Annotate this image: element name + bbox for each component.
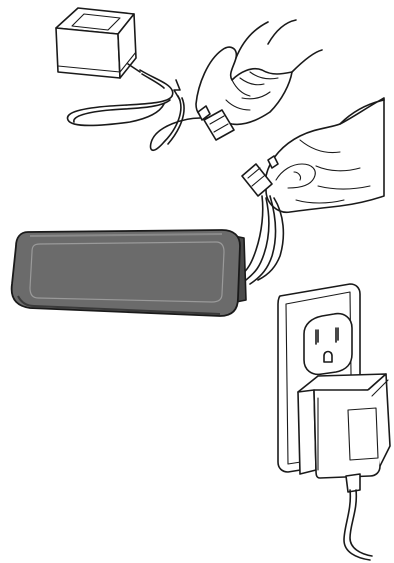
hand-middle [266, 98, 384, 212]
plug-in-adapter [298, 374, 390, 478]
battery-pack [12, 230, 246, 316]
adapter-cord-top [67, 70, 200, 150]
hand-top [196, 20, 322, 124]
wall-outlet-icon [304, 314, 352, 375]
adapter-cord-bottom [344, 474, 372, 560]
ac-adapter-top [56, 8, 140, 78]
